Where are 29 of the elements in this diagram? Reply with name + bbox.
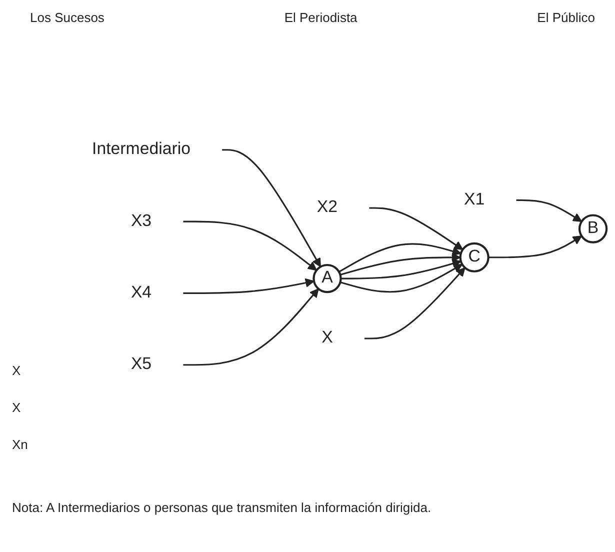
column-heading: El Periodista bbox=[284, 10, 358, 27]
node-circle: B bbox=[578, 214, 608, 243]
node-text: Intermediario bbox=[92, 140, 190, 158]
column-heading: El Público bbox=[537, 10, 595, 27]
node-text: X2 bbox=[316, 198, 338, 216]
node-text: X4 bbox=[130, 283, 152, 302]
arrow bbox=[340, 252, 461, 276]
variable-label: Xn bbox=[12, 437, 29, 452]
variable-label: X bbox=[12, 363, 22, 378]
arrow bbox=[488, 235, 582, 258]
arrow bbox=[369, 206, 464, 250]
arrow bbox=[183, 278, 314, 294]
node-text: X3 bbox=[130, 212, 152, 230]
node-text: X1 bbox=[464, 190, 485, 208]
arrow bbox=[222, 148, 321, 267]
arrow bbox=[338, 242, 462, 272]
node-circle: A bbox=[312, 264, 342, 293]
column-heading: Los Sucesos bbox=[30, 10, 104, 27]
arrow bbox=[340, 258, 462, 279]
arrow bbox=[183, 220, 317, 270]
arrow bbox=[183, 288, 319, 366]
node-text: X bbox=[322, 328, 333, 347]
variable-label: X bbox=[12, 400, 22, 415]
caption-note: Nota: A Intermediarios o personas que transmiten la información dirigida. bbox=[12, 500, 432, 515]
arrow bbox=[516, 199, 582, 222]
node-text: X5 bbox=[130, 355, 152, 373]
arrow bbox=[364, 266, 466, 339]
node-circle: C bbox=[459, 242, 490, 272]
arrow bbox=[340, 264, 463, 292]
